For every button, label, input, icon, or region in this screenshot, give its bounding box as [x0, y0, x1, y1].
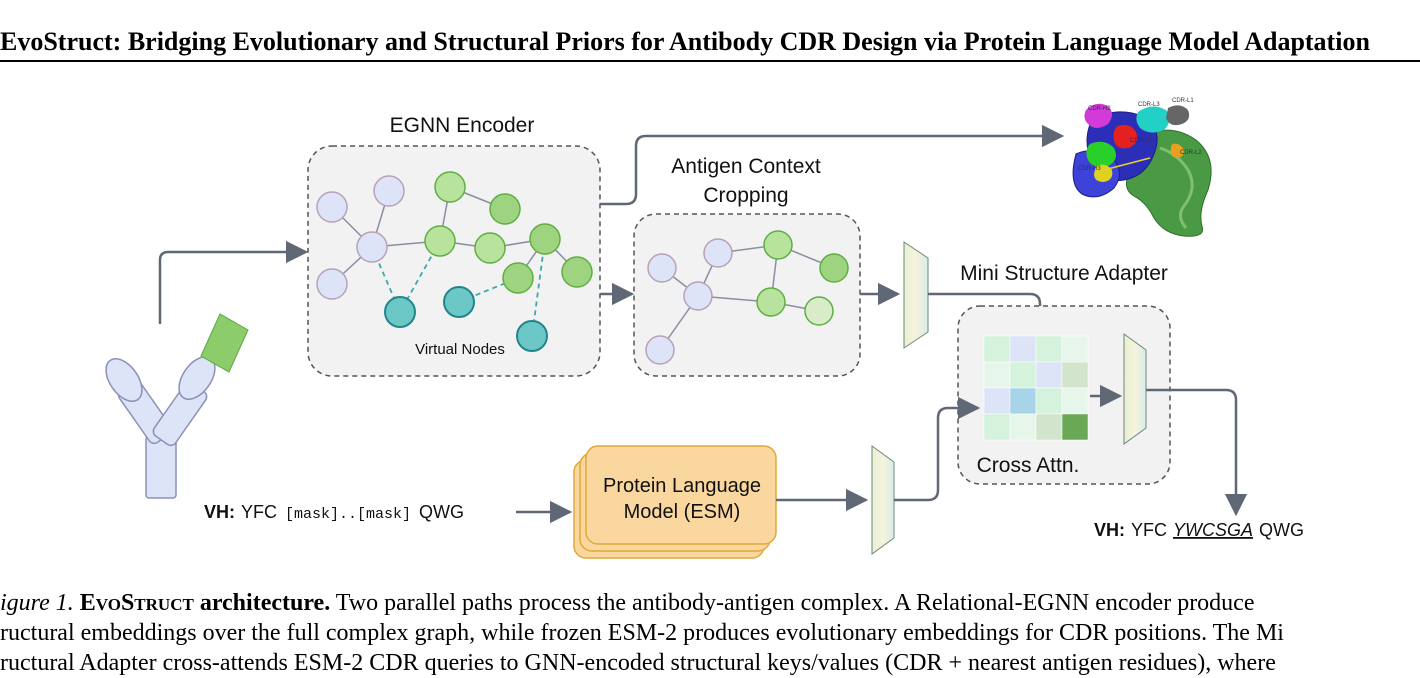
- egnn-encoder-label: EGNN Encoder: [390, 114, 535, 137]
- protein-label: CDR-L1: [1172, 98, 1194, 104]
- antigen-crop-label-line1: Antigen Context: [671, 155, 821, 178]
- crop-node: [804, 296, 834, 326]
- protein-structure-image: CDR-H2 CDR-L3 CDR-L1 CDR-H1 CDR-L2 CDR-H…: [1072, 98, 1212, 237]
- egnn-node: [316, 268, 348, 300]
- crop-node: [683, 281, 713, 311]
- protein-label: CDR-H2: [1088, 106, 1111, 112]
- egnn-node: [356, 231, 388, 263]
- arrow-egnn-to-structure: [600, 124, 1065, 206]
- virtual-node: [384, 296, 416, 328]
- protein-label: CDR-H1: [1130, 138, 1153, 144]
- arrow-projection-to-crossattn: [928, 292, 1052, 336]
- caption-line-1-text: Two parallel paths process the antibody-…: [330, 590, 1255, 616]
- egnn-node: [316, 191, 348, 223]
- protein-label: CDR-L2: [1180, 150, 1202, 156]
- crop-node: [703, 238, 733, 268]
- caption-heading-suffix: architecture.: [193, 590, 331, 616]
- mini-structure-adapter-label: Mini Structure Adapter: [960, 262, 1168, 285]
- virtual-node: [516, 320, 548, 352]
- crop-nodes: [645, 230, 849, 365]
- antigen-crop-label-line2: Cropping: [703, 184, 788, 207]
- protein-label: CDR-L3: [1138, 102, 1160, 108]
- egnn-node: [424, 225, 456, 257]
- crop-node: [819, 253, 849, 283]
- plm-projection-layer: [871, 445, 895, 555]
- arrow-to-output-sequence: [1146, 388, 1248, 517]
- egnn-node: [529, 223, 561, 255]
- crop-node: [647, 253, 677, 283]
- plm-label-line1: Protein Language: [603, 475, 761, 497]
- caption-line-1: igure 1. EvoStruct architecture. Two par…: [0, 588, 1420, 618]
- attention-matrix: [983, 335, 1089, 441]
- caption-figure-label: igure 1.: [0, 590, 74, 616]
- plm-label-line2: Model (ESM): [624, 501, 741, 523]
- title-rule: [0, 60, 1420, 62]
- egnn-node: [502, 262, 534, 294]
- egnn-node: [489, 193, 521, 225]
- plm-stack: [573, 445, 777, 559]
- caption-line-2: ructural embeddings over the full comple…: [0, 620, 1284, 646]
- virtual-nodes-label: Virtual Nodes: [415, 341, 505, 358]
- architecture-figure: EGNN Encoder Virtual Nodes: [105, 98, 1304, 559]
- crop-node: [645, 335, 675, 365]
- antibody-icon: [105, 313, 249, 499]
- egnn-node: [434, 171, 466, 203]
- arrow-projection-to-crossattn-query: [894, 396, 981, 502]
- protein-label: CDR-H3: [1078, 166, 1101, 172]
- structure-projection-layer: [903, 241, 929, 349]
- input-sequence: VH:YFC[mask]..[mask]QWG: [204, 502, 464, 523]
- antigen-crop-box: [633, 213, 861, 377]
- paper-title: EvoStruct: Bridging Evolutionary and Str…: [0, 27, 1370, 56]
- egnn-node: [561, 256, 593, 288]
- crop-node: [763, 230, 793, 260]
- egnn-node: [373, 175, 405, 207]
- egnn-node: [474, 232, 506, 264]
- crop-node: [756, 287, 786, 317]
- cross-attn-label: Cross Attn.: [977, 454, 1080, 477]
- output-projection-layer: [1123, 333, 1147, 445]
- caption-line-3: ructural Adapter cross-attends ESM-2 CDR…: [0, 650, 1276, 676]
- virtual-node: [443, 286, 475, 318]
- caption-method-name: EvoStruct: [79, 590, 194, 616]
- arrow-antibody-to-egnn: [158, 240, 309, 324]
- egnn-nodes: [316, 171, 593, 352]
